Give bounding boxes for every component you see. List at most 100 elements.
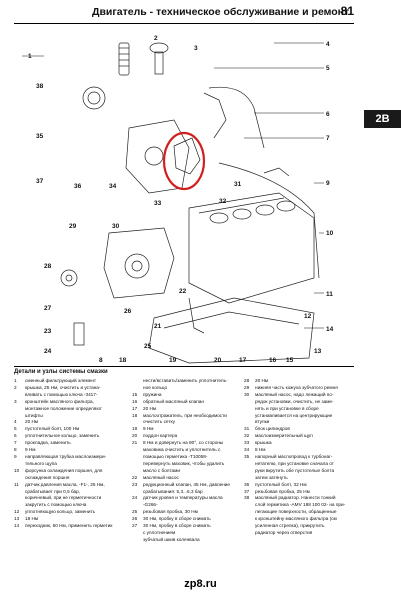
legend-entry-text: 30 Нм, пробку в сборе снимать — [143, 516, 211, 522]
legend-entry-number — [244, 468, 255, 475]
legend-entry-number: 30 — [244, 391, 250, 397]
legend-entry-number — [132, 454, 143, 461]
callout-33: 33 — [154, 200, 162, 207]
legend-entry-number — [244, 530, 255, 537]
legend-entry-number — [14, 489, 25, 496]
legend-entry-text: 20 Нм — [25, 419, 39, 425]
legend-entry: слой герметика -AMV 188 100 02- на при- — [244, 502, 356, 509]
legend-entry-text: с уплотнением — [143, 529, 176, 535]
legend-entry-text: датчик давления масла, -F1-, 25 Нм, — [25, 481, 105, 487]
legend-entry-text: пустотелый болт, 32 Нм — [255, 481, 307, 487]
legend-entry-text: рядок установки, очистить, не заме- — [255, 398, 334, 404]
legend-entry-number — [14, 475, 25, 482]
legend-entry: срабатывания: 5,3...6,3 бар — [132, 489, 238, 496]
legend-entry: монтажное положение определяют — [14, 406, 126, 413]
legend-entry: охлаждения поршня — [14, 475, 126, 482]
engine-oil-system-illustration: 1 2 3 4 5 6 7 9 10 11 14 38 35 37 36 34 … — [22, 35, 334, 364]
legend-entry-number: 24 — [132, 495, 138, 501]
legend-entry-text: переходник, 50 Нм, применить герметик — [25, 523, 113, 529]
callout-34: 34 — [109, 183, 117, 190]
legend-entry-text: закрутить с помощью ключа — [25, 502, 87, 508]
callout-25: 25 — [144, 343, 152, 350]
legend-entry-number — [244, 502, 255, 509]
legend-entry-text: маслоотражатель, при необходимости — [143, 412, 227, 418]
legend-entry-text: маховика очистить и уплотнитель с — [143, 447, 221, 453]
legend-entry-number — [132, 419, 143, 426]
legend-entry-text: напорный маслопровод к турбонаг- — [255, 453, 333, 459]
legend-column-2: нести/вставить/заменить уплотнитель-ное … — [132, 378, 238, 544]
legend-entry-number: 5 — [14, 426, 17, 432]
legend-entry: 14 переходник, 50 Нм, применить герметик — [14, 523, 126, 530]
legend-entry: втулки — [244, 419, 356, 426]
legend-entry-number — [14, 502, 25, 509]
legend-entry-number: 14 — [14, 523, 20, 529]
callout-36: 36 — [74, 183, 82, 190]
legend-entry-number — [14, 392, 25, 399]
legend-entry-text: радиатор через отверстия — [255, 529, 313, 535]
legend-entry: рядок установки, очистить, не заме- — [244, 399, 356, 406]
legend-entry-number — [14, 495, 25, 502]
legend-entry: руки вкрутить обе пустотелые болта — [244, 468, 356, 475]
legend-entry-text: пружина — [143, 391, 162, 397]
legend-entry-text: 8 Нм и довернуть на 90°, со стороны — [143, 440, 224, 446]
callout-3: 3 — [194, 45, 198, 52]
filter-element-drawing — [118, 42, 130, 76]
legend-entry-number — [244, 516, 255, 523]
legend-entry-number: 23 — [132, 481, 138, 487]
legend-entry-number — [244, 475, 255, 482]
legend-entry-number: 34 — [244, 447, 250, 453]
legend-entry-text: 20 Нм — [255, 378, 269, 383]
legend-entry-number — [14, 461, 25, 468]
legend-entry-number — [244, 419, 255, 426]
legend-entry-number — [132, 489, 143, 496]
legend-entry-text: к кронштейну масляного фильтра (см — [255, 516, 337, 522]
legend-entry: нести/вставить/заменить уплотнитель- — [132, 378, 238, 385]
legend-entry-number: 17 — [132, 405, 138, 411]
callout-35: 35 — [36, 133, 44, 140]
legend-entry-text: 9 Нм — [25, 447, 36, 453]
legend-entry-number: 1 — [14, 378, 17, 383]
legend-entry: устанавливается на центрирующие — [244, 413, 356, 420]
callout-4: 4 — [326, 41, 330, 48]
legend-entry-number — [244, 523, 255, 530]
legend-entry-text: легающие поверхности, обращенные — [255, 509, 337, 515]
legend-entry-number: 4 — [14, 419, 17, 425]
legend-entry-number: 18 — [132, 412, 138, 418]
legend-entry: коричневый, при не герметичности — [14, 495, 126, 502]
legend-entry-text: очистить сетку — [143, 419, 175, 425]
legend-entry-text: крышка, 25 Нм, очистить и устана- — [25, 384, 101, 390]
legend-entry-text: штифты — [25, 412, 43, 418]
legend-entry: зубчатый шкив коленвала — [132, 537, 238, 544]
legend-entry-number — [14, 413, 25, 420]
legend-entry-number: 31 — [244, 426, 250, 432]
legend-entry: к кронштейну масляного фильтра (см — [244, 516, 356, 523]
callout-32: 32 — [219, 198, 227, 205]
callout-17: 17 — [239, 357, 247, 364]
legend-entry: 18 маслоотражатель, при необходимости — [132, 413, 238, 420]
legend-entry-text: прокладка, заменить — [25, 440, 71, 446]
page-header: Двигатель - техническое обслуживание и р… — [14, 3, 354, 24]
legend-entry: вливать с помощью ключа -3417- — [14, 392, 126, 399]
legend-entry-text: ное кольцо — [143, 384, 168, 390]
section-tab: 2B — [364, 110, 401, 128]
legend-entry-number: 36 — [244, 481, 250, 487]
